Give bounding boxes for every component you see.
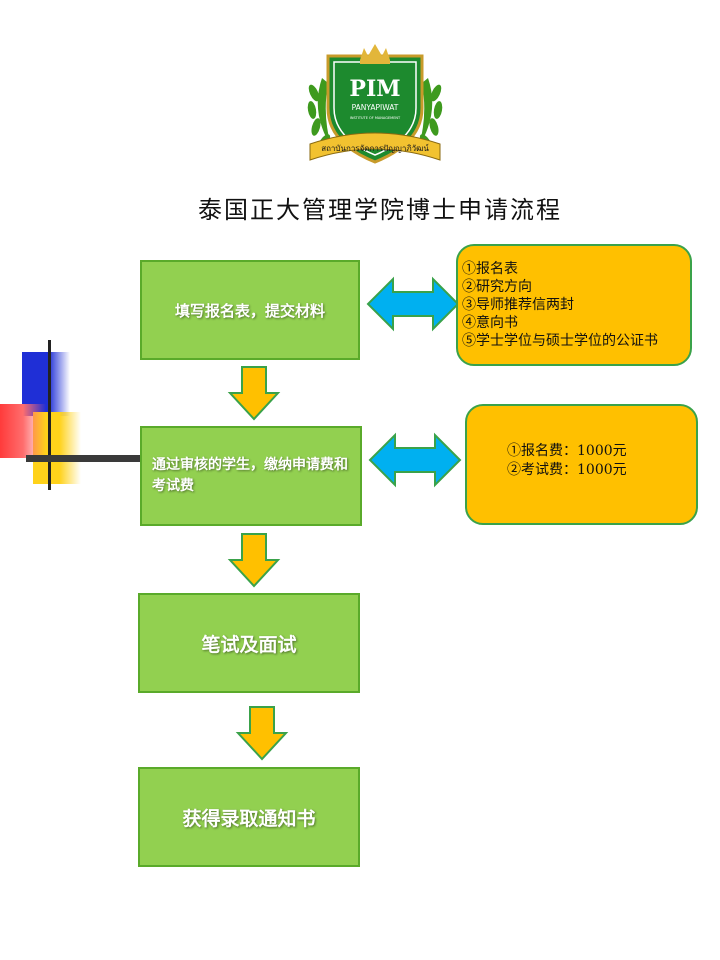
down-arrow-3 — [235, 706, 289, 761]
down-arrow-2 — [227, 533, 281, 588]
logo-banner-text: สถาบันการจัดการปัญญาภิวัฒน์ — [321, 143, 429, 153]
step-2-label: 通过审核的学生，缴纳申请费和考试费 — [152, 457, 348, 494]
double-arrow-1 — [366, 276, 460, 332]
step-4-label: 获得录取通知书 — [182, 807, 316, 830]
logo-subtitle: INSTITUTE OF MANAGEMENT — [350, 116, 401, 120]
page-title: 泰国正大管理学院博士申请流程 — [198, 196, 562, 224]
materials-item-4: ④意向书 — [462, 315, 518, 331]
step-1-box: 填写报名表，提交材料 — [140, 260, 360, 360]
logo-acronym: PIM — [349, 76, 400, 102]
fees-box: ①报名费：1000元 ②考试费：1000元 — [465, 404, 698, 525]
step-1-label: 填写报名表，提交材料 — [174, 301, 325, 320]
materials-item-3: ③导师推荐信两封 — [462, 297, 574, 313]
step-3-box: 笔试及面试 — [138, 593, 360, 693]
fees-item-2: ②考试费：1000元 — [507, 462, 627, 478]
decoration-horizontal-line — [26, 455, 142, 462]
materials-item-5: ⑤学士学位与硕士学位的公证书 — [462, 333, 658, 349]
materials-item-2: ②研究方向 — [462, 279, 532, 295]
materials-item-1: ①报名表 — [462, 261, 518, 277]
step-4-box: 获得录取通知书 — [138, 767, 360, 867]
decoration-vertical-line — [48, 340, 51, 490]
fees-item-1: ①报名费：1000元 — [507, 443, 627, 459]
decoration-red-block — [0, 404, 46, 458]
materials-box: ①报名表 ②研究方向 ③导师推荐信两封 ④意向书 ⑤学士学位与硕士学位的公证书 — [456, 244, 692, 366]
double-arrow-2 — [368, 432, 462, 488]
crown-icon — [360, 44, 390, 64]
down-arrow-1 — [227, 366, 281, 421]
logo-name: PANYAPIWAT — [352, 103, 399, 112]
step-3-label: 笔试及面试 — [201, 633, 297, 656]
step-2-box: 通过审核的学生，缴纳申请费和考试费 — [140, 426, 362, 526]
pim-logo: PIM PANYAPIWAT INSTITUTE OF MANAGEMENT ส… — [307, 44, 443, 164]
